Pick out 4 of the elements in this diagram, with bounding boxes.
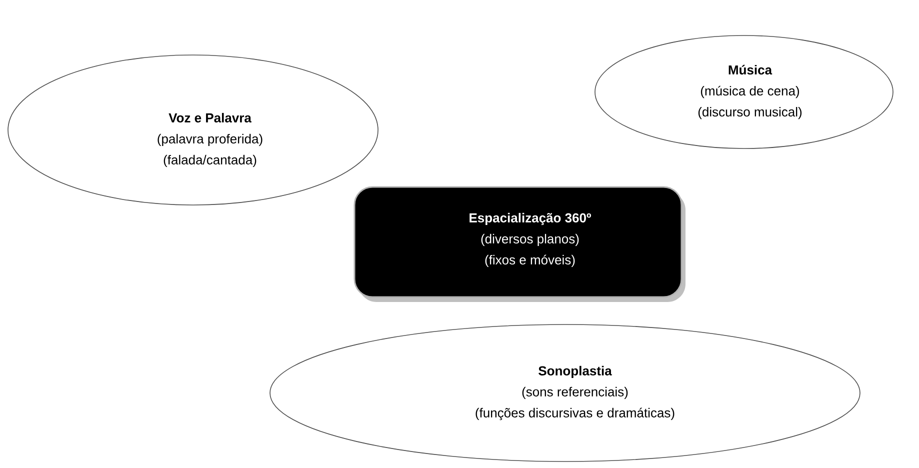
ellipse-node: Voz e Palavra (palavra proferida) (falada/cantada)	[8, 54, 378, 206]
ellipse-node: Sonoplastia (sons referenciais) (funções discursivas e dramáticas)	[270, 324, 860, 462]
rounded-box: Espacialização 360º (diversos planos) (fixos e móveis)	[354, 186, 686, 302]
ellipse-node: Música (música de cena) (discurso musical)	[594, 35, 894, 149]
